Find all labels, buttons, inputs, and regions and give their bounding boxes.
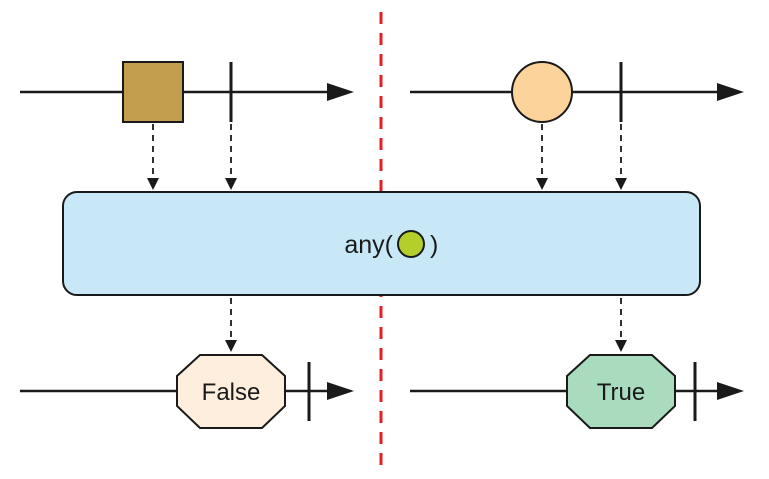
operator-box: any( ) <box>62 191 701 296</box>
timeline-arrowhead <box>717 83 744 101</box>
result-octagon-true <box>566 354 676 429</box>
operator-rect <box>62 191 701 296</box>
operator-label-prefix: any( <box>344 231 393 259</box>
arrowhead <box>225 178 237 190</box>
input-item-square <box>122 61 184 123</box>
arrowhead <box>225 340 237 352</box>
left-input-timeline <box>20 61 354 123</box>
arrowhead <box>536 178 548 190</box>
timeline-arrowhead <box>717 382 744 400</box>
result-label-true: True <box>597 379 645 406</box>
operator-label-suffix: ) <box>430 231 438 259</box>
right-input-timeline <box>410 61 744 123</box>
timeline-arrowhead <box>327 83 354 101</box>
result-octagon-false <box>176 354 286 429</box>
arrowhead <box>615 178 627 190</box>
right-output-timeline: True <box>410 354 744 429</box>
input-item-circle <box>511 61 573 123</box>
green-circle-icon <box>397 230 425 258</box>
operator-to-output-arrows <box>225 298 627 352</box>
result-label-false: False <box>202 379 261 406</box>
input-to-operator-arrows <box>147 124 627 190</box>
arrowhead <box>615 340 627 352</box>
timeline-arrowhead <box>327 382 354 400</box>
left-output-timeline: False <box>20 354 354 429</box>
arrowhead <box>147 178 159 190</box>
